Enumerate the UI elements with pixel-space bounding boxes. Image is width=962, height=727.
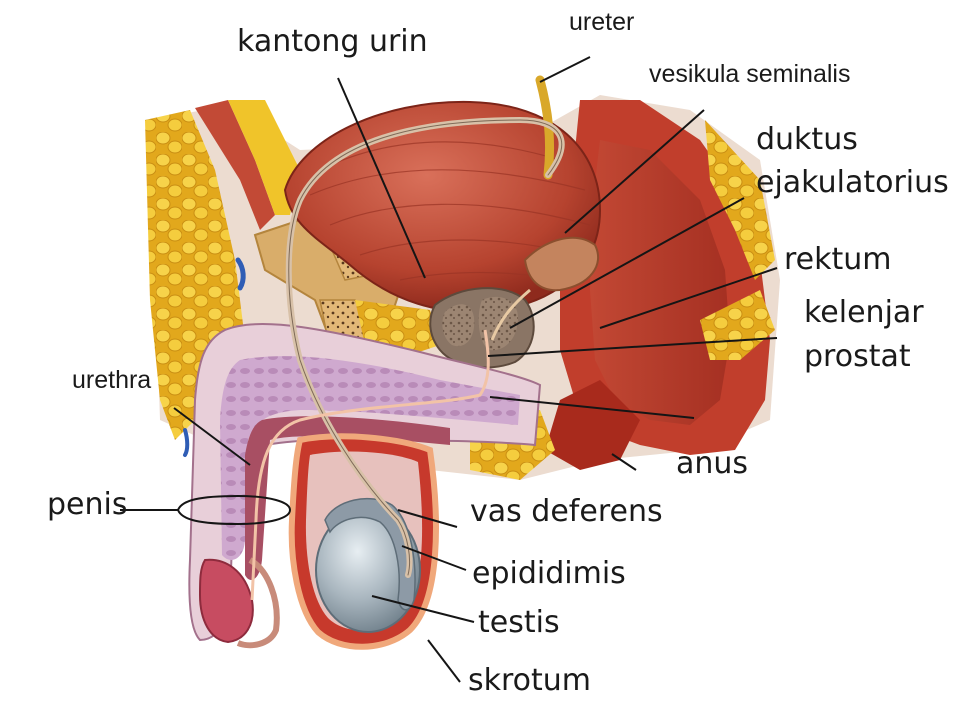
- leader-vesikula-seminalis: [564, 109, 705, 234]
- label-rektum: rektum: [784, 242, 892, 277]
- label-skrotum: skrotum: [468, 663, 592, 698]
- blood-vessel-2: [183, 428, 190, 457]
- label-vas-deferens: vas deferens: [470, 494, 663, 529]
- leader-epididimis: [401, 545, 467, 571]
- leader-duktus-ejakulatorius: [509, 197, 745, 329]
- leader-kantong-urin: [337, 77, 426, 279]
- leader-anus-2: [489, 396, 695, 419]
- leader-testis: [371, 595, 475, 623]
- label-kelenjar: kelenjar: [804, 295, 924, 330]
- leader-skrotum: [427, 639, 461, 683]
- leader-ureter: [539, 56, 591, 83]
- glans-penis: [198, 558, 254, 644]
- label-vesikula-seminalis: vesikula seminalis: [649, 60, 851, 88]
- prostate-lobe-left: [442, 304, 475, 347]
- label-penis: penis: [47, 487, 128, 522]
- anal-sphincter: [545, 380, 640, 470]
- ejaculatory-duct: [490, 288, 531, 341]
- rectum-lumen: [590, 140, 730, 425]
- corpus-cavernosum: [220, 356, 520, 560]
- seminal-vesicle: [523, 236, 600, 292]
- leader-urethra: [173, 407, 251, 466]
- leader-lines: [173, 56, 778, 683]
- abdominal-wall-muscle-2: [228, 100, 300, 215]
- label-duktus: duktus: [756, 122, 858, 157]
- label-kantong-urin: kantong urin: [237, 24, 428, 59]
- penis-bracket: [120, 494, 292, 526]
- urethra: [250, 329, 490, 601]
- corpus-spongiosum: [245, 416, 450, 580]
- label-testis: testis: [478, 605, 560, 640]
- label-prostat: prostat: [804, 339, 911, 374]
- leader-kelenjar-prostat: [487, 337, 778, 357]
- leader-rektum: [599, 267, 778, 329]
- prepuce: [236, 557, 280, 649]
- label-epididimis: epididimis: [472, 556, 626, 591]
- leader-vas-deferens: [397, 509, 458, 528]
- blood-vessel: [235, 257, 246, 291]
- label-anus: anus: [676, 446, 749, 481]
- abdominal-wall-muscle: [195, 100, 275, 230]
- label-ureter: ureter: [569, 8, 635, 36]
- leader-anus: [611, 453, 637, 471]
- label-ejakulatorius: ejakulatorius: [756, 165, 949, 200]
- vas-deferens-outline: [288, 119, 563, 576]
- label-urethra: urethra: [72, 366, 152, 394]
